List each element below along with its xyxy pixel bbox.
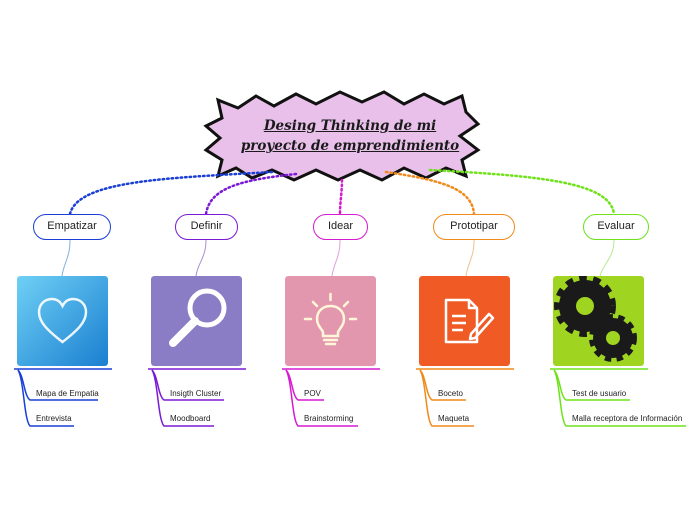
root-title-line2: proyecto de emprendimiento	[240, 138, 460, 154]
leaf-malla-receptora[interactable]: Malla receptora de Información	[572, 414, 683, 423]
tile-prototipar	[419, 276, 510, 366]
magnifier-icon	[169, 288, 227, 347]
leaf-lines-definir	[151, 369, 224, 427]
document-pen-icon	[444, 298, 495, 344]
tile-evaluar	[553, 276, 644, 366]
leaf-insigth-cluster[interactable]: Insigth Cluster	[170, 389, 222, 398]
lightbulb-icon	[303, 292, 358, 346]
leaf-brainstorming[interactable]: Brainstorming	[304, 414, 354, 423]
stem-empatizar	[61, 239, 71, 277]
branch-empatizar[interactable]: Empatizar	[33, 214, 111, 240]
branch-definir[interactable]: Definir	[175, 214, 238, 240]
branch-evaluar[interactable]: Evaluar	[583, 214, 649, 240]
connector-definir	[204, 172, 298, 216]
connector-idear	[338, 178, 344, 216]
leaf-lines-empatizar	[17, 369, 98, 427]
leaf-lines-idear	[285, 369, 358, 427]
leaf-entrevista[interactable]: Entrevista	[36, 414, 72, 423]
gears-icon	[554, 276, 637, 362]
leaf-lines-evaluar	[553, 369, 686, 427]
leaf-test-de-usuario[interactable]: Test de usuario	[572, 389, 627, 398]
tile-empatizar	[17, 276, 108, 366]
connector-prototipar	[384, 170, 476, 216]
leaf-lines-prototipar	[419, 369, 474, 427]
leaf-boceto[interactable]: Boceto	[438, 389, 463, 398]
stem-definir	[195, 239, 207, 277]
leaf-pov[interactable]: POV	[304, 389, 321, 398]
root-title[interactable]: Desing Thinking de mi proyecto de empren…	[232, 116, 468, 156]
root-title-line1: Desing Thinking de mi	[263, 118, 437, 134]
branch-idear[interactable]: Idear	[313, 214, 368, 240]
stem-evaluar	[599, 239, 615, 277]
stem-idear	[331, 239, 341, 277]
stem-prototipar	[465, 239, 475, 277]
leaf-maqueta[interactable]: Maqueta	[438, 414, 470, 423]
branch-prototipar[interactable]: Prototipar	[433, 214, 515, 240]
connector-empatizar	[68, 170, 274, 216]
leaf-moodboard[interactable]: Moodboard	[170, 414, 211, 423]
leaf-mapa-de-empatia[interactable]: Mapa de Empatia	[36, 389, 99, 398]
tile-definir	[151, 276, 242, 366]
connector-evaluar	[428, 168, 616, 216]
heart-icon	[37, 297, 88, 344]
tile-idear	[285, 276, 376, 366]
